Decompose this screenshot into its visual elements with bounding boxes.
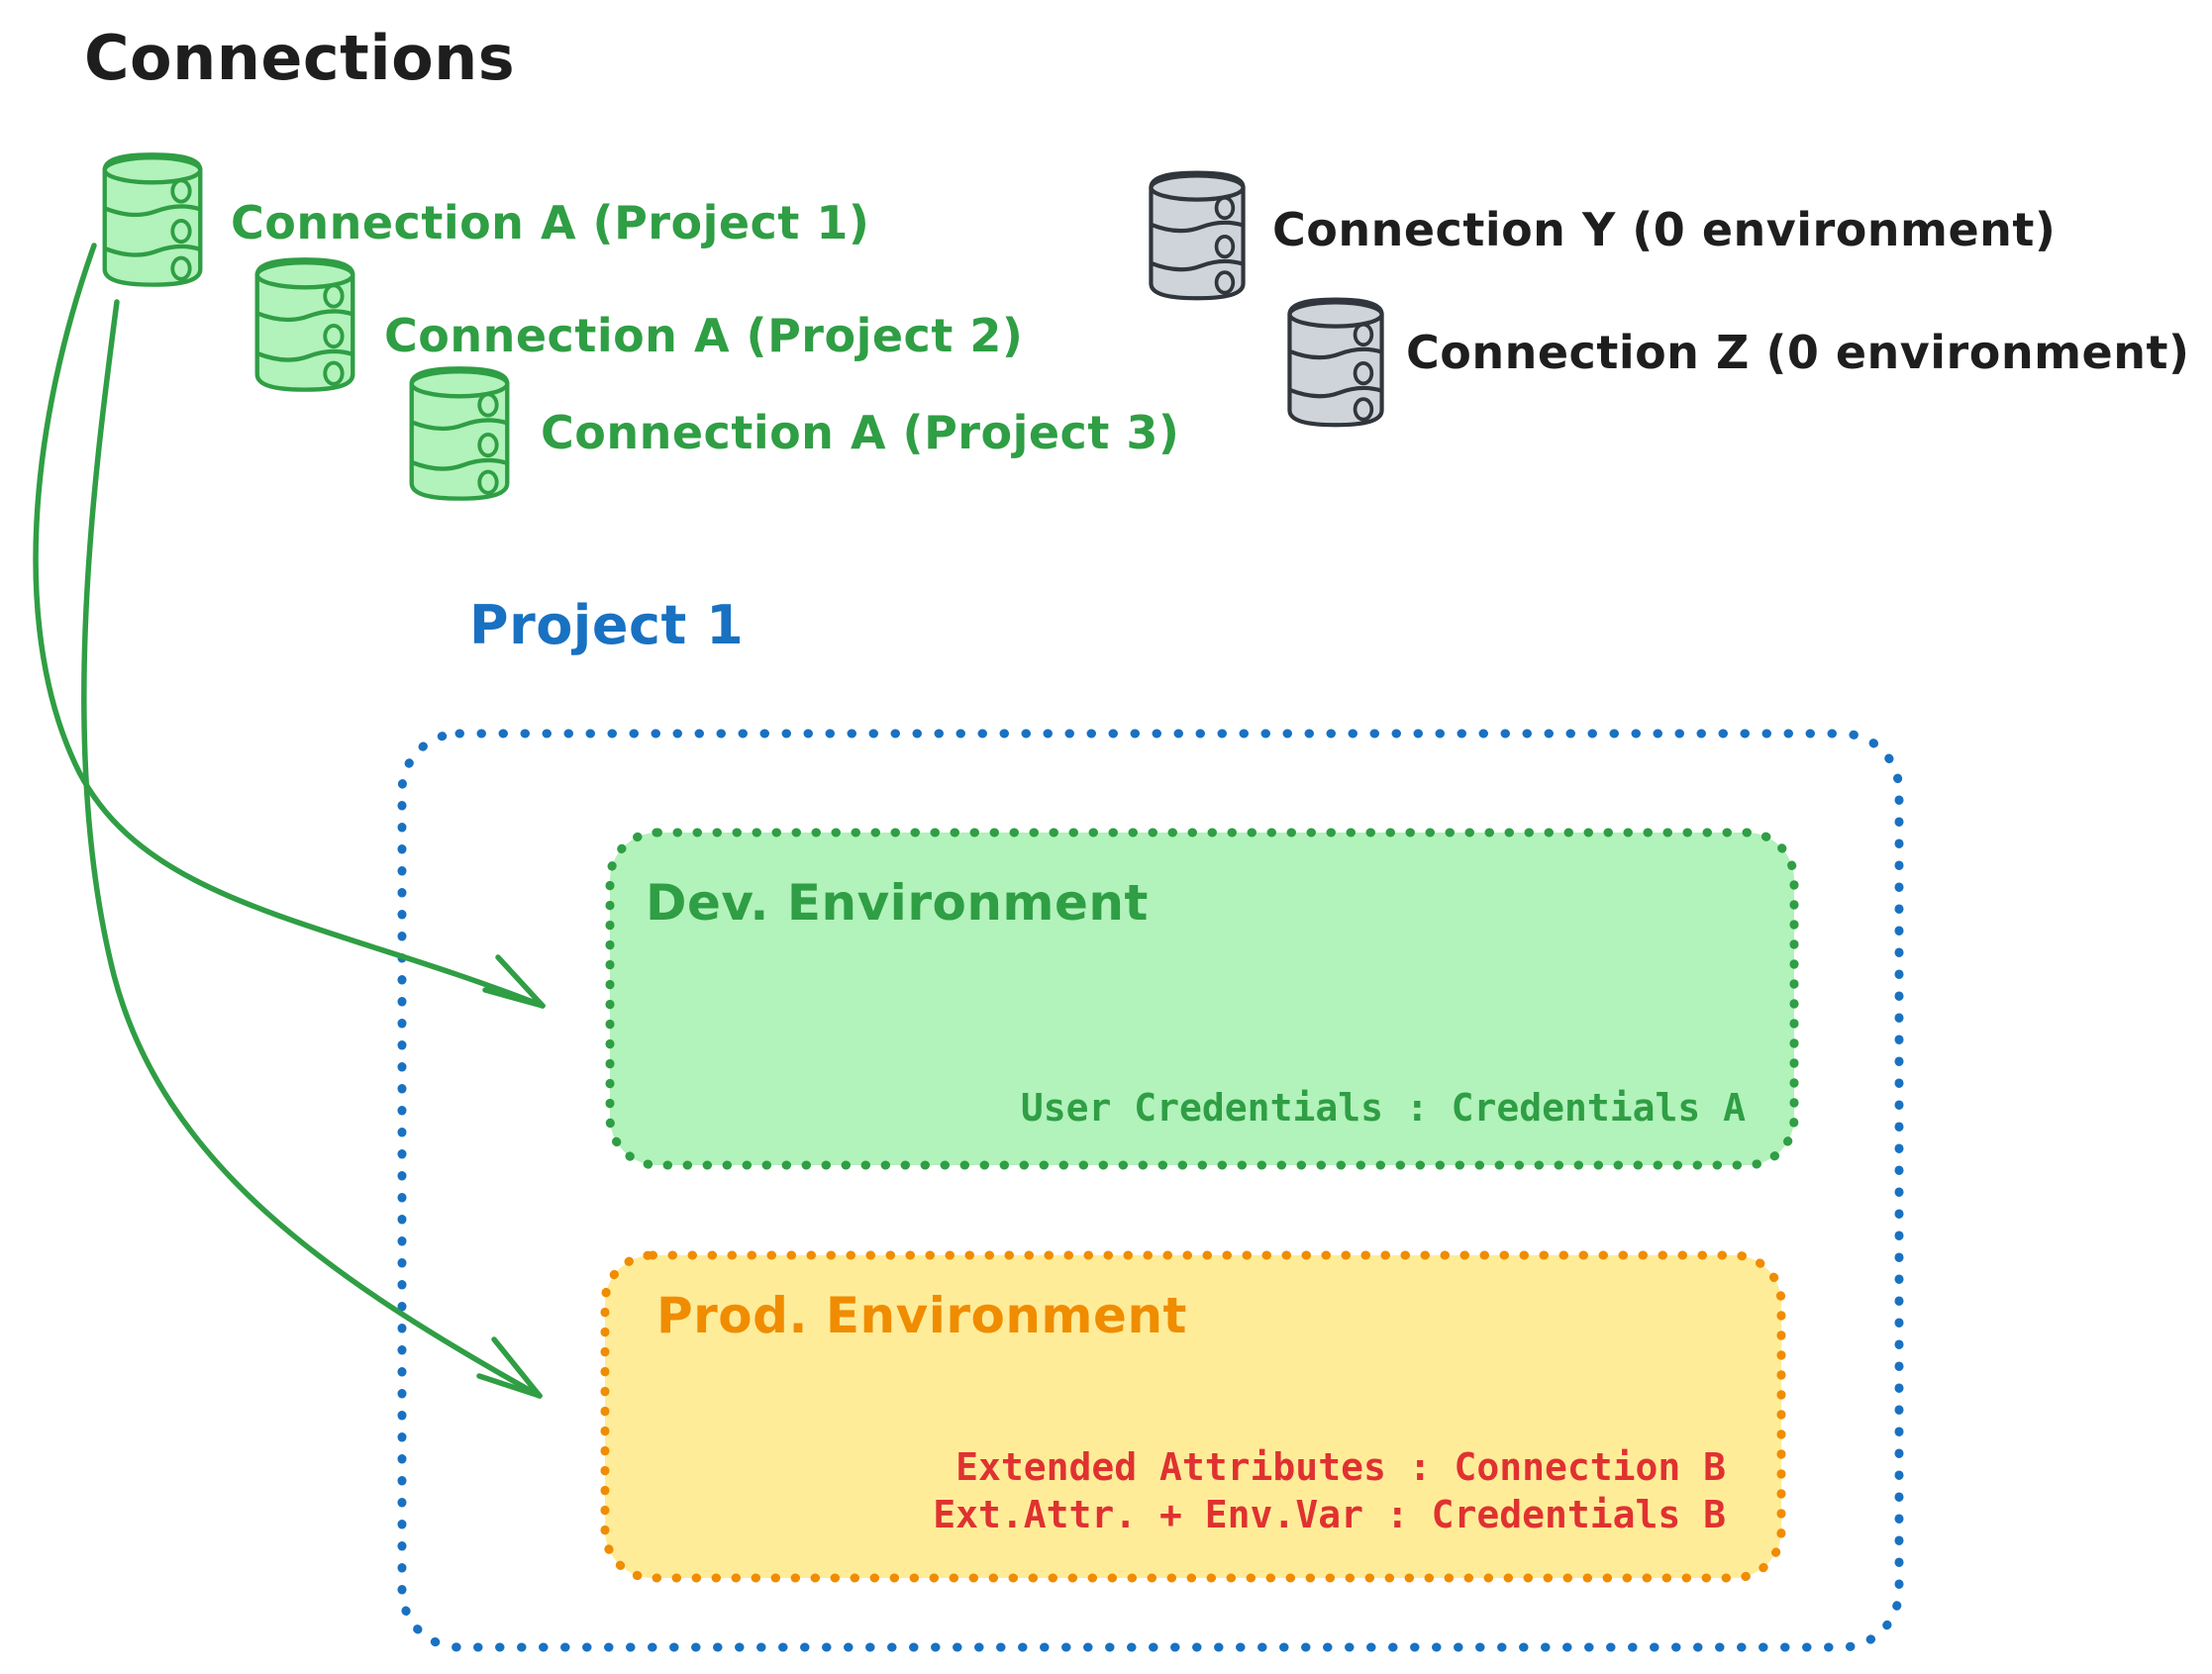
database-icon <box>1144 166 1251 303</box>
prod-credentials-line1: Extended Attributes : Connection B <box>955 1445 1726 1489</box>
connection-z-label: Connection Z (0 environment) <box>1406 326 2190 379</box>
prod-credentials-line2: Ext.Attr. + Env.Var : Credentials B <box>933 1493 1726 1536</box>
connection-a-project3-label: Connection A (Project 3) <box>541 406 1180 459</box>
database-icon <box>1282 293 1389 430</box>
dev-environment-border <box>605 828 1799 1170</box>
connection-a-project1-label: Connection A (Project 1) <box>231 196 870 249</box>
dev-environment-title: Dev. Environment <box>646 874 1149 932</box>
project1-title: Project 1 <box>469 594 745 656</box>
project1-box <box>396 728 1905 1653</box>
connection-a-project2-label: Connection A (Project 2) <box>384 309 1024 362</box>
prod-environment-title: Prod. Environment <box>656 1287 1187 1344</box>
database-icon <box>404 364 515 501</box>
project1-box-border <box>397 729 1904 1652</box>
connection-y-label: Connection Y (0 environment) <box>1272 203 2057 256</box>
page-title: Connections <box>84 22 516 94</box>
database-icon <box>97 150 208 287</box>
dev-environment-box: Dev. Environment User Credentials : Cred… <box>604 827 1800 1171</box>
database-icon <box>250 255 360 392</box>
prod-credentials-block: Extended Attributes : Connection B Ext.A… <box>933 1443 1726 1538</box>
prod-environment-border <box>600 1250 1786 1583</box>
prod-environment-box: Prod. Environment Extended Attributes : … <box>599 1249 1787 1584</box>
dev-credentials-line: User Credentials : Credentials A <box>1020 1086 1746 1130</box>
